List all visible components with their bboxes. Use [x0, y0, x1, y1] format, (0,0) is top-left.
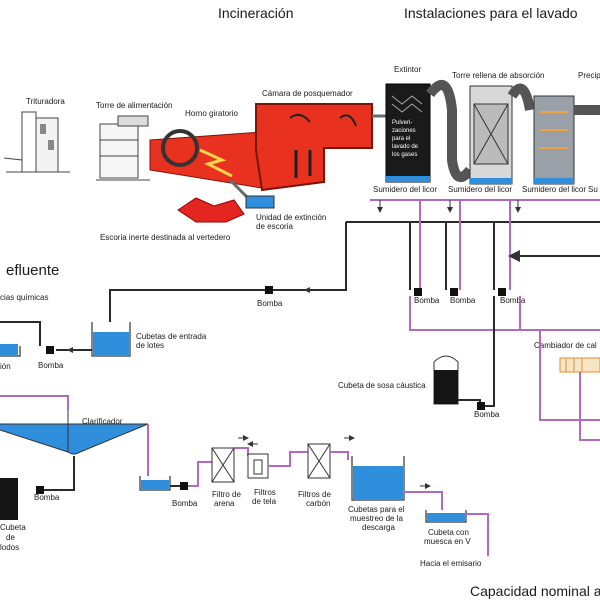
label-quimicas: cias químicas: [0, 293, 48, 302]
label-muestreo-2: muestreo de la: [350, 514, 403, 523]
label-escoria: Escoria inerte destinada al vertedero: [100, 233, 231, 242]
label-muestreo-3: descarga: [362, 523, 395, 532]
label-filtros-carbon-1: Filtros de: [298, 490, 331, 499]
label-sumidero-1: Sumidero del licor: [373, 185, 437, 194]
title-incineracion: Incineración: [218, 5, 294, 21]
label-sumidero-4: Su: [588, 185, 598, 194]
pump-b: [450, 288, 458, 296]
torre-alimentacion-unit: [96, 115, 150, 181]
label-pulv-1: Pulveri-: [392, 120, 412, 126]
label-clarificador: Clarificador: [82, 417, 123, 426]
torre-rellena: [469, 85, 513, 185]
escoria-pile: [177, 197, 245, 223]
label-ion: ión: [0, 362, 11, 371]
label-filtros-tela-1: Filtros: [254, 488, 276, 497]
title-efluente: efluente: [6, 262, 59, 279]
duct-2: [507, 83, 535, 111]
label-bomba-b: Bomba: [450, 296, 476, 305]
label-bomba-clar: Bomba: [34, 493, 60, 502]
label-pulv-5: los gases: [392, 152, 417, 158]
label-trituradora: Trituradora: [26, 97, 65, 106]
label-muesca-2: muesca en V: [424, 537, 471, 546]
label-filtro-arena-1: Filtro de: [212, 490, 241, 499]
trituradora-unit: [3, 111, 70, 173]
cubeta-lodos: [0, 478, 18, 520]
label-extintor: Extintor: [394, 65, 421, 74]
label-pulv-4: lavado de: [392, 144, 419, 150]
effluent-line: [109, 222, 347, 322]
label-cubeta-sosa: Cubeta de sosa cáustica: [338, 381, 426, 390]
label-cambiador: Cambiador de cal: [534, 341, 597, 350]
label-sumidero-2: Sumidero del licor: [448, 185, 512, 194]
horno-giratorio: [149, 129, 263, 189]
label-cubetas-entrada-2: de lotes: [136, 341, 164, 350]
precipitador: [533, 95, 600, 185]
label-precip: Precip: [578, 71, 600, 80]
cubetas-muestreo: [351, 456, 405, 501]
label-filtros-tela-2: de tela: [252, 497, 277, 506]
label-torre-rellena: Torre rellena de absorción: [452, 71, 545, 80]
label-bomba-c: Bomba: [500, 296, 526, 305]
label-emisario: Hacia el emisario: [420, 559, 482, 568]
label-horno: Horno giratorio: [185, 109, 238, 118]
label-bomba-filt: Bomba: [172, 499, 198, 508]
label-bomba-sosa: Bomba: [474, 410, 500, 419]
label-camara: Cámara de posquemador: [262, 89, 353, 98]
cubeta-muesca: [425, 510, 467, 523]
label-muestreo-1: Cubetas para el: [348, 505, 405, 514]
pump-c: [498, 288, 506, 296]
pump-clar: [36, 486, 44, 494]
label-filtro-arena-2: arena: [214, 499, 235, 508]
title-lavado: Instalaciones para el lavado: [404, 5, 578, 21]
label-lodos-2: de: [6, 533, 15, 542]
pump-left: [46, 346, 54, 354]
clarified-tank: [141, 480, 169, 489]
label-muesca-1: Cubeta con: [428, 528, 469, 537]
label-sumidero-3: Sumidero del licor: [522, 185, 586, 194]
camara-posquemador: [255, 103, 373, 192]
label-cubetas-entrada-1: Cubetas de entrada: [136, 332, 207, 341]
extintor-column: [385, 83, 431, 183]
label-bomba-left: Bomba: [38, 361, 64, 370]
label-bomba-a: Bomba: [414, 296, 440, 305]
label-pulv-2: zaciones: [392, 128, 416, 134]
pump-sosa: [477, 402, 485, 410]
label-filtros-carbon-2: carbón: [306, 499, 330, 508]
label-bomba-top: Bomba: [257, 299, 283, 308]
clarificador: [0, 423, 149, 455]
pump-top: [265, 286, 273, 294]
duct-1: [426, 80, 474, 182]
pump-a: [414, 288, 422, 296]
cubetas-entrada: [91, 322, 131, 357]
label-pulv-3: para el: [392, 136, 410, 142]
label-lodos-3: lodos: [0, 543, 19, 552]
pump-filt: [180, 482, 188, 490]
title-capacidad: Capacidad nominal a: [470, 583, 600, 599]
unidad-extincion-tank: [245, 195, 275, 209]
label-unidad-1: Unidad de extinción: [256, 213, 326, 222]
label-lodos-1: Cubeta: [0, 523, 26, 532]
label-unidad-2: de escoria: [256, 222, 293, 231]
label-torre-alimentacion: Torre de alimentación: [96, 101, 172, 110]
